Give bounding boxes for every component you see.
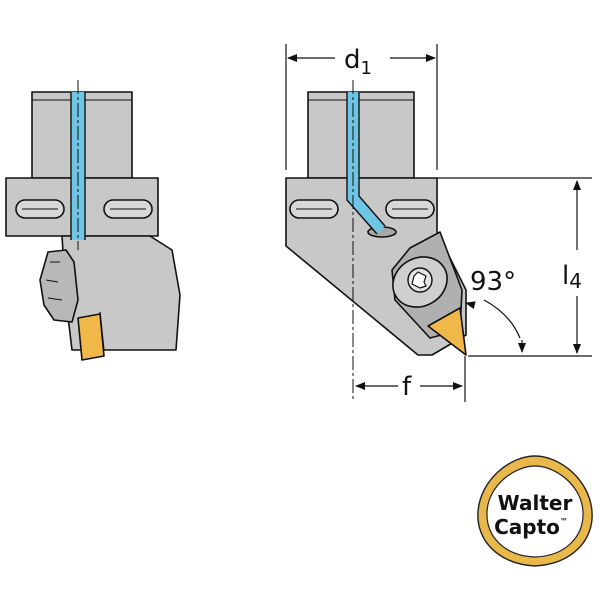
- dimension-angle: [465, 299, 526, 353]
- front-view-shank: [307, 91, 415, 179]
- dimension-angle-label: 93°: [470, 267, 516, 297]
- dimension-d1: [285, 44, 438, 170]
- dimension-d1-label: d1: [344, 45, 372, 79]
- logo-text-walter: Walter: [498, 491, 573, 515]
- dimension-f-label: f: [402, 372, 412, 402]
- logo-text-capto: Capto™: [494, 515, 568, 539]
- side-view-clamp: [39, 249, 79, 323]
- walter-capto-logo: Walter Capto™: [477, 455, 593, 567]
- front-view: [285, 91, 467, 356]
- side-view: [5, 91, 181, 361]
- dimension-f: [355, 356, 466, 402]
- dimension-l4-label: l4: [562, 261, 582, 293]
- side-view-insert: [77, 313, 105, 361]
- torx-icon: [411, 271, 427, 289]
- logo-ring-inner: [486, 465, 584, 558]
- front-view-coolant-channel: [347, 92, 385, 234]
- dimension-l4: [437, 177, 592, 357]
- front-view-insert: [427, 307, 467, 356]
